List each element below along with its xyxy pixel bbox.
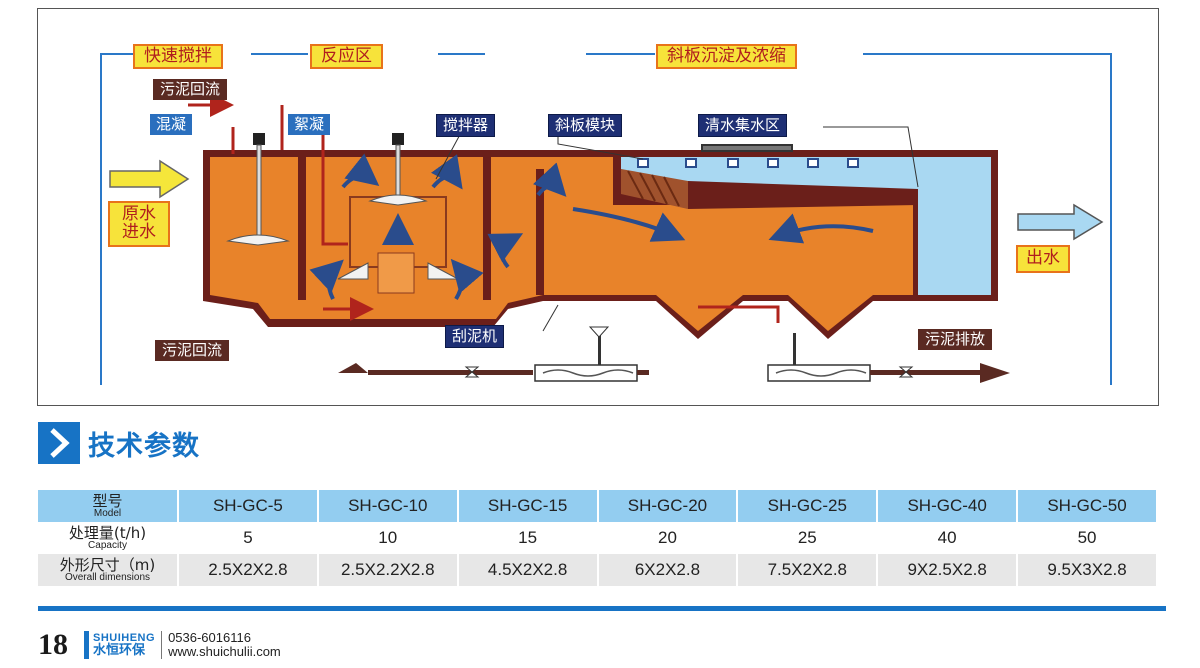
table-cell: 10 [317,522,459,554]
table-cell: 15 [457,522,599,554]
row-header-zh: 型号 [92,491,123,510]
website-link[interactable]: www.shuichulii.com [168,644,281,659]
table-row-model: 型号 Model SH-GC-5 SH-GC-10 SH-GC-15 SH-GC… [38,490,1158,522]
table-cell: 6X2X2.8 [597,554,739,586]
row-header-zh: 外形尺寸（m) [59,555,156,574]
table-cell: 7.5X2X2.8 [737,554,879,586]
brand-accent-bar [84,631,89,659]
phone-number: 0536-6016116 [168,629,251,645]
label-flocculation: 絮凝 [288,114,331,135]
row-header-en: Overall dimensions [64,571,151,583]
section-title: 技术参数 [88,430,200,462]
table-cell: 50 [1017,522,1158,554]
brand-logo: SHUIHENG 水恒环保 [93,631,155,659]
table-row-dimensions: 外形尺寸（m) Overall dimensions 2.5X2X2.8 2.5… [38,554,1158,586]
table-cell: 40 [877,522,1019,554]
table-cell: 2.5X2.2X2.8 [317,554,459,586]
table-cell: SH-GC-20 [597,490,739,522]
table-cell: 5 [178,522,319,554]
label-coagulation: 混凝 [150,114,193,135]
table-cell: SH-GC-5 [178,490,319,522]
footer-rule [38,606,1166,611]
row-header-dimensions: 外形尺寸（m) Overall dimensions [38,554,179,586]
label-outlet: 出水 [1016,245,1070,273]
table-cell: 2.5X2X2.8 [178,554,319,586]
label-inclined-plate-module: 斜板模块 [548,114,623,137]
zone-tag-settling: 斜板沉淀及浓缩 [656,44,797,69]
section-header: 技术参数 [38,422,200,464]
table-cell: 25 [737,522,879,554]
contact-info: 0536-6016116 www.shuichulii.com [168,629,281,659]
table-cell: SH-GC-10 [317,490,459,522]
label-clear-water-zone: 清水集水区 [698,114,788,137]
zone-tag-reaction: 反应区 [310,44,383,69]
table-cell: SH-GC-40 [877,490,1019,522]
label-sludge-return-bottom: 污泥回流 [155,340,230,361]
table-cell: SH-GC-15 [457,490,599,522]
row-header-zh: 处理量(t/h) [68,523,147,542]
process-diagram-graphic [100,53,1112,385]
table-cell: 20 [597,522,739,554]
sludge-return-pipe [188,93,780,323]
process-diagram: 快速搅拌 反应区 斜板沉淀及浓缩 污泥回流 混凝 絮凝 搅拌器 斜板模块 清水集… [37,8,1159,406]
brand-block: SHUIHENG 水恒环保 0536-6016116 www.shuichuli… [84,629,281,659]
table-cell: SH-GC-50 [1017,490,1158,522]
spec-table: 型号 Model SH-GC-5 SH-GC-10 SH-GC-15 SH-GC… [38,490,1158,586]
row-header-model: 型号 Model [38,490,179,522]
table-cell: 9X2.5X2.8 [877,554,1019,586]
collection-troughs [637,144,859,168]
page-number: 18 [38,628,68,661]
table-cell: SH-GC-25 [737,490,879,522]
label-scraper: 刮泥机 [445,325,505,348]
label-sludge-return-top: 污泥回流 [153,79,228,100]
brand-name-en: SHUIHENG [93,632,156,644]
label-sludge-discharge: 污泥排放 [918,329,993,350]
label-raw-water-inlet: 原水进水 [108,201,170,247]
table-cell: 4.5X2X2.8 [457,554,599,586]
brand-name-cn: 水恒环保 [93,643,146,658]
zone-bracket-lines [100,53,1112,385]
zone-tag-rapid-mixing: 快速搅拌 [133,44,223,69]
chevron-right-icon [38,422,80,464]
row-header-en: Capacity [88,539,127,551]
outlet-arrow [1017,203,1104,241]
flow-arrows [309,153,874,301]
row-header-en: Model [93,507,122,519]
table-row-capacity: 处理量(t/h) Capacity 5 10 15 20 25 40 50 [38,522,1158,554]
brand-divider [161,631,163,659]
row-header-capacity: 处理量(t/h) Capacity [38,522,179,554]
discharge-pipes [338,326,1010,383]
table-cell: 9.5X3X2.8 [1017,554,1158,586]
inlet-arrow [109,159,190,199]
label-agitator: 搅拌器 [436,114,496,137]
mixer-shafts [226,133,459,280]
